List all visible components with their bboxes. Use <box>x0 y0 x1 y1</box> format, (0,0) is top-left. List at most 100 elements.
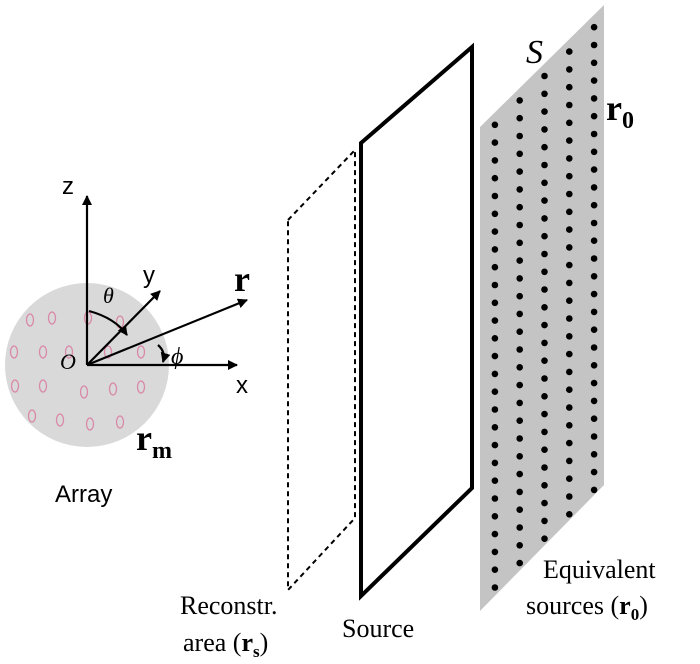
equivalent-source-point <box>590 112 598 120</box>
equivalent-source-point <box>566 475 573 483</box>
equivalent-source-point <box>491 335 499 342</box>
equivalent-source-point <box>541 179 548 187</box>
equivalent-source-point <box>491 370 499 378</box>
equivalent-source-point <box>566 333 573 340</box>
phi-arc <box>157 344 171 363</box>
microphone-capsule <box>38 345 48 359</box>
equivalent-source-point <box>541 143 548 151</box>
microphone-capsule <box>10 379 20 393</box>
equivalent-source-point <box>516 328 523 336</box>
equivalent-source-point <box>590 184 598 191</box>
equivalent-source-point <box>590 451 598 458</box>
equivalent-source-point <box>516 524 523 531</box>
equivalent-source-point <box>590 362 598 369</box>
equivalent-source-point <box>491 317 499 324</box>
equivalent-source-point <box>590 166 598 173</box>
source-plane <box>359 42 474 601</box>
origin-label: O <box>60 349 76 374</box>
z-axis-label: z <box>62 173 74 200</box>
equivalent-source-point <box>566 66 573 73</box>
equivalent-source-point <box>491 477 499 485</box>
equivalent-source-point <box>590 130 598 138</box>
equivalent-source-point <box>516 132 523 140</box>
equivalent-source-point <box>541 232 548 240</box>
microphone-capsule <box>27 409 37 423</box>
microphone-capsule <box>79 385 89 399</box>
equivalent-source-point <box>541 410 548 418</box>
equivalent-source-point <box>590 468 598 476</box>
equivalent-source-point <box>590 326 598 334</box>
equivalent-source-point <box>541 357 548 365</box>
equivalent-source-point <box>590 41 598 49</box>
equivalent-source-point <box>491 513 499 520</box>
equivalent-source-point <box>516 470 523 478</box>
equivalent-source-point <box>566 119 573 127</box>
equivalent-source-point <box>566 439 573 447</box>
microphone-capsule <box>47 311 57 325</box>
equivalent-source-point <box>516 186 523 193</box>
equivalent-source-point <box>566 155 573 162</box>
microphone-capsule <box>25 313 35 327</box>
equivalent-source-point <box>566 244 573 251</box>
equivalent-source-point <box>541 517 548 525</box>
equivalent-source-point <box>566 386 573 394</box>
microphone-capsule <box>85 417 95 431</box>
equivalent-source-point <box>541 428 548 436</box>
equivalent-source-point <box>516 364 523 371</box>
equivalent-source-point <box>590 290 598 298</box>
equivalent-source-point <box>491 121 499 129</box>
equivalent-label-line1: Equivalent <box>543 555 656 584</box>
equivalent-source-point <box>590 201 598 209</box>
equivalent-source-point <box>590 273 598 280</box>
equivalent-source-point <box>566 297 573 305</box>
r-vector-label: r <box>234 259 250 299</box>
equivalent-source-point <box>516 168 523 175</box>
equivalent-source-point <box>541 321 548 329</box>
equivalent-source-point <box>491 139 499 146</box>
microphone-capsule <box>38 379 48 393</box>
r-vector <box>86 298 248 367</box>
equivalent-source-point <box>541 339 548 347</box>
equivalent-source-point <box>566 190 573 198</box>
equivalent-source-point <box>541 393 548 400</box>
equivalent-source-point <box>590 415 598 423</box>
equivalent-source-point <box>541 161 548 169</box>
equivalent-source-point <box>541 108 548 115</box>
equivalent-source-point <box>491 388 499 396</box>
equivalent-source-point <box>541 126 548 133</box>
equivalent-source-point <box>590 433 598 440</box>
equivalent-source-point <box>516 346 523 353</box>
equivalent-source-point <box>566 511 573 518</box>
equivalent-source-point <box>491 228 499 235</box>
equivalent-source-point <box>491 406 499 413</box>
equivalent-source-point <box>566 208 573 216</box>
equivalent-source-point <box>516 417 523 425</box>
equivalent-source-point <box>491 352 499 360</box>
equivalent-source-point <box>566 315 573 322</box>
equivalent-source-point <box>541 304 548 311</box>
equivalent-source-point <box>541 72 548 80</box>
reconstruction-plane <box>287 147 356 593</box>
equivalent-source-point <box>516 453 523 460</box>
x-axis-label: x <box>236 372 248 399</box>
equivalent-source-point <box>566 261 573 269</box>
equivalent-source-point <box>491 174 499 182</box>
equivalent-source-point <box>491 424 499 431</box>
equivalent-source-point <box>590 255 598 262</box>
equivalent-source-point <box>516 203 523 211</box>
reconstruction-label-line2: area (rs) <box>183 628 268 661</box>
equivalent-source-point <box>491 281 499 289</box>
equivalent-source-point <box>491 246 499 253</box>
microphone-capsule <box>103 345 113 359</box>
equivalent-source-point <box>590 486 598 494</box>
equivalent-source-point <box>566 172 573 180</box>
theta-label: θ <box>103 283 114 308</box>
surface-label: S <box>526 34 543 71</box>
equivalent-source-point <box>516 542 523 549</box>
equivalent-source-point <box>516 97 523 104</box>
equivalent-source-point <box>590 344 598 351</box>
equivalent-source-point <box>541 375 548 382</box>
equivalent-source-point <box>516 399 523 407</box>
equivalent-source-point <box>491 157 499 164</box>
